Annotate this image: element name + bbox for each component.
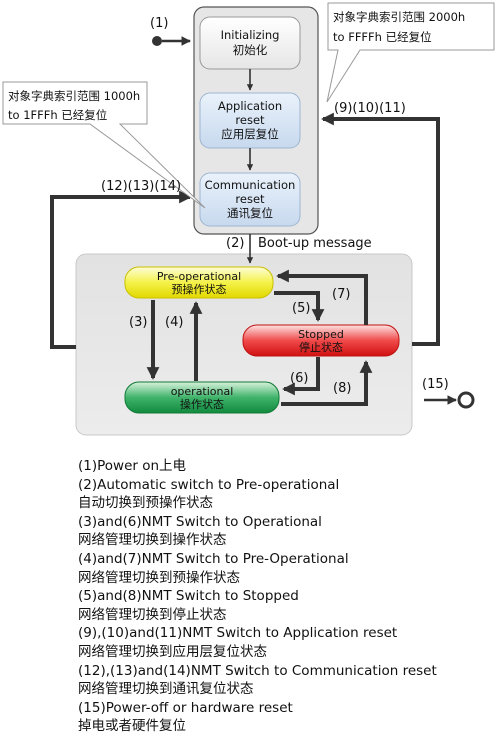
transition-1-label: (1) xyxy=(150,16,168,31)
arrow-9-10-11 xyxy=(321,112,440,346)
legend-line: 网络管理切换到预操作状态 xyxy=(78,569,240,586)
legend-line: (2)Automatic switch to Pre-operational xyxy=(78,476,340,493)
transition-6-label: (6) xyxy=(290,371,308,386)
legend-line: (1)Power on上电 xyxy=(78,458,187,474)
arrow-6 xyxy=(282,357,320,396)
transition-5-label: (5) xyxy=(292,301,310,316)
stopped-label-zh: 停止状态 xyxy=(299,340,343,354)
nmt-state-diagram: Initializing 初始化 Application reset 应用层复位… xyxy=(2,2,495,436)
arrow-7 xyxy=(276,269,368,325)
legend-line: 网络管理切换到操作状态 xyxy=(78,532,227,549)
communication-reset-label-zh: 通讯复位 xyxy=(227,206,273,220)
application-reset-label-1: Application xyxy=(218,99,282,113)
transition-3-label: (3) xyxy=(129,315,147,330)
legend-line: (4)and(7)NMT Switch to Pre-Operational xyxy=(78,550,349,567)
legend-line: (5)and(8)NMT Switch to Stopped xyxy=(78,588,299,605)
callout-left-line2: to 1FFFh 已经复位 xyxy=(8,108,107,122)
arrow-12-13-14 xyxy=(50,190,192,349)
initializing-label: Initializing xyxy=(221,28,280,42)
legend-line: (9),(10)and(11)NMT Switch to Application… xyxy=(78,625,398,642)
power-on-start-dot xyxy=(152,36,162,46)
legend-line: (15)Power-off or hardware reset xyxy=(78,699,293,716)
pre-operational-label: Pre-operational xyxy=(157,270,241,283)
legend-line: 自动切换到预操作状态 xyxy=(78,495,213,512)
application-reset-label-zh: 应用层复位 xyxy=(221,127,279,141)
transition-8-label: (8) xyxy=(333,381,351,396)
communication-reset-label-2: reset xyxy=(235,192,265,206)
legend-line: 掉电或者硬件复位 xyxy=(78,718,186,735)
state-stopped xyxy=(242,324,400,357)
initializing-label-zh: 初始化 xyxy=(233,43,268,57)
transition-4-label: (4) xyxy=(165,315,183,330)
transition-12-13-14-label: (12)(13)(14) xyxy=(101,179,181,194)
legend-line: 网络管理切换到停止状态 xyxy=(78,606,227,623)
state-pre-operational xyxy=(124,266,274,299)
legend-line: 网络管理切换到通讯复位状态 xyxy=(78,681,254,698)
callout-top-right xyxy=(326,2,495,103)
legend-line: (12),(13)and(14)NMT Switch to Communicat… xyxy=(78,662,437,679)
state-operational xyxy=(124,381,280,414)
transition-2-label: (2) xyxy=(226,236,244,251)
transition-15-label: (15) xyxy=(422,377,449,392)
pre-operational-label-zh: 预操作状态 xyxy=(172,282,227,296)
operational-label-zh: 操作状态 xyxy=(180,397,224,411)
legend-line: 网络管理切换到应用层复位状态 xyxy=(78,643,267,660)
transition-7-label: (7) xyxy=(332,287,350,302)
power-off-end-circle xyxy=(457,391,475,409)
state-communication-reset xyxy=(199,172,301,227)
callout-left xyxy=(2,81,206,209)
application-reset-label-2: reset xyxy=(235,113,265,127)
callout-top-right-line1: 对象字典索引范围 2000h xyxy=(333,10,465,24)
arrow-8 xyxy=(281,360,373,406)
callout-left-line1: 对象字典索引范围 1000h xyxy=(8,89,140,103)
callout-top-right-line2: to FFFFh 已经复位 xyxy=(333,30,432,44)
transition-9-10-11-label: (9)(10)(11) xyxy=(334,101,406,116)
legend-line: (3)and(6)NMT Switch to Operational xyxy=(78,513,322,530)
boot-up-message-label: Boot-up message xyxy=(258,236,372,251)
legend: (1)Power on上电 (2)Automatic switch to Pre… xyxy=(78,457,493,736)
communication-reset-label-1: Communication xyxy=(205,178,296,192)
arrow-5 xyxy=(274,291,325,322)
operational-label: operational xyxy=(171,385,234,398)
stopped-label: Stopped xyxy=(298,328,344,341)
